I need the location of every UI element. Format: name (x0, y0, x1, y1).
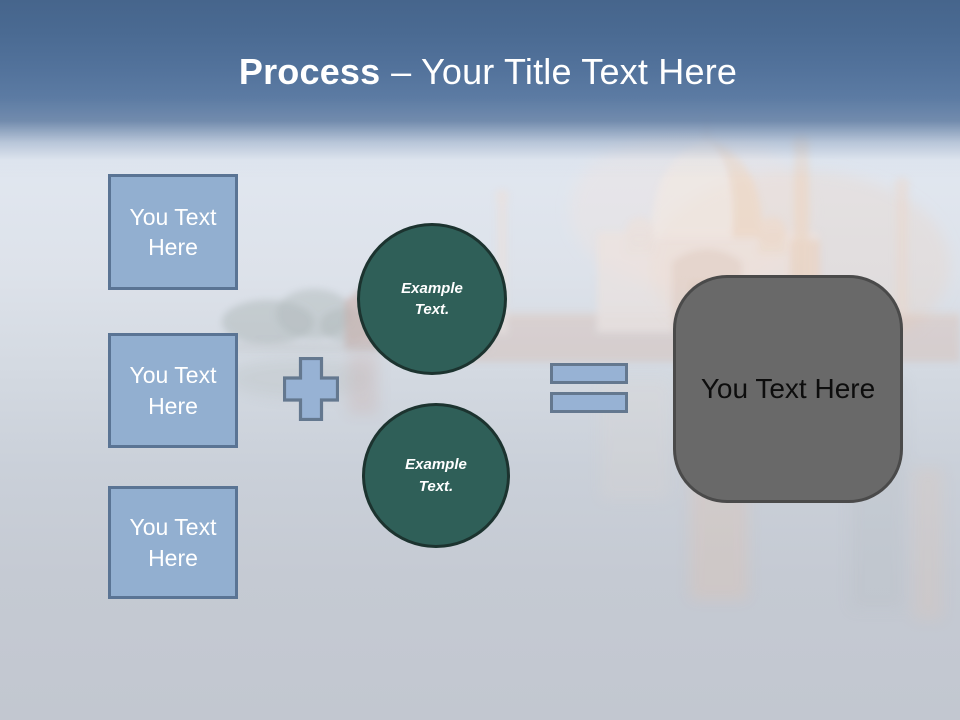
input-box-1[interactable]: You Text Here (108, 174, 238, 290)
input-box-2-label: You Text Here (129, 362, 217, 419)
header-gradient-band (0, 0, 960, 178)
equals-icon (550, 363, 628, 413)
equals-top-bar (550, 363, 628, 384)
equals-bottom-bar (550, 392, 628, 413)
input-box-3-label: You Text Here (129, 514, 217, 571)
input-box-3[interactable]: You Text Here (108, 486, 238, 599)
title-subtitle: – Your Title Text Here (391, 51, 738, 92)
example-circle-1[interactable]: Example Text. (357, 223, 507, 375)
result-box-label: You Text Here (700, 373, 876, 404)
example-circle-2-label: Example Text. (405, 456, 467, 495)
example-circle-1-label: Example Text. (401, 279, 463, 318)
plus-icon (282, 356, 340, 426)
input-box-2[interactable]: You Text Here (108, 333, 238, 448)
slide-title[interactable]: Process– Your Title Text Here (0, 50, 960, 93)
example-circle-2[interactable]: Example Text. (362, 403, 510, 548)
result-box[interactable]: You Text Here (673, 275, 903, 503)
title-keyword: Process (238, 51, 381, 92)
input-box-1-label: You Text Here (129, 203, 217, 260)
